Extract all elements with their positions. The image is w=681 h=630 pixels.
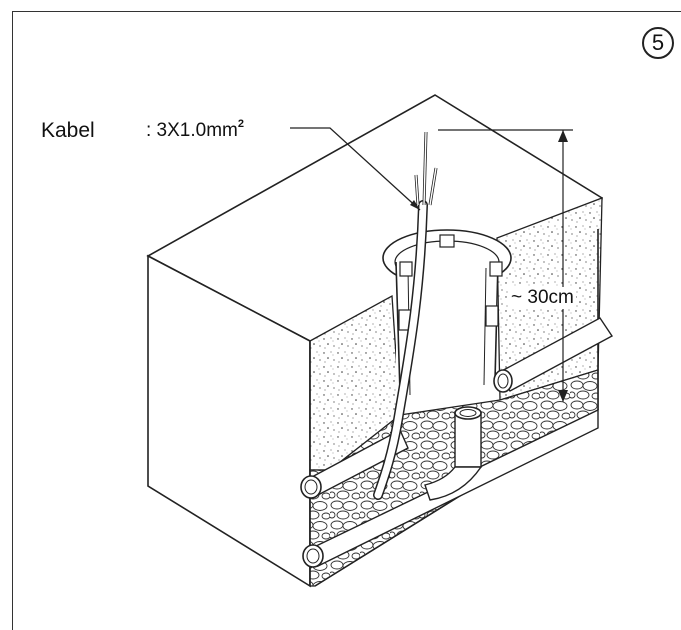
cable-label: Kabel — [41, 119, 95, 142]
drain-pipe-left — [300, 429, 409, 499]
drain-pipe-upper — [493, 317, 614, 393]
cable-spec-text: : 3X1.0mm — [146, 120, 238, 141]
cable-spec-exponent: 2 — [237, 118, 244, 130]
depth-dimension — [438, 129, 573, 402]
depth-label: ~ 30cm — [509, 287, 576, 309]
cable — [373, 131, 438, 500]
cable-leader-line — [290, 127, 421, 211]
circled-number-icon: 5 — [651, 30, 665, 55]
cable-spec: : 3X1.0mm2 — [146, 118, 244, 142]
step-number-badge: 5 — [642, 27, 674, 59]
drain-pipe-vertical — [424, 406, 483, 501]
figure-frame — [12, 11, 681, 630]
